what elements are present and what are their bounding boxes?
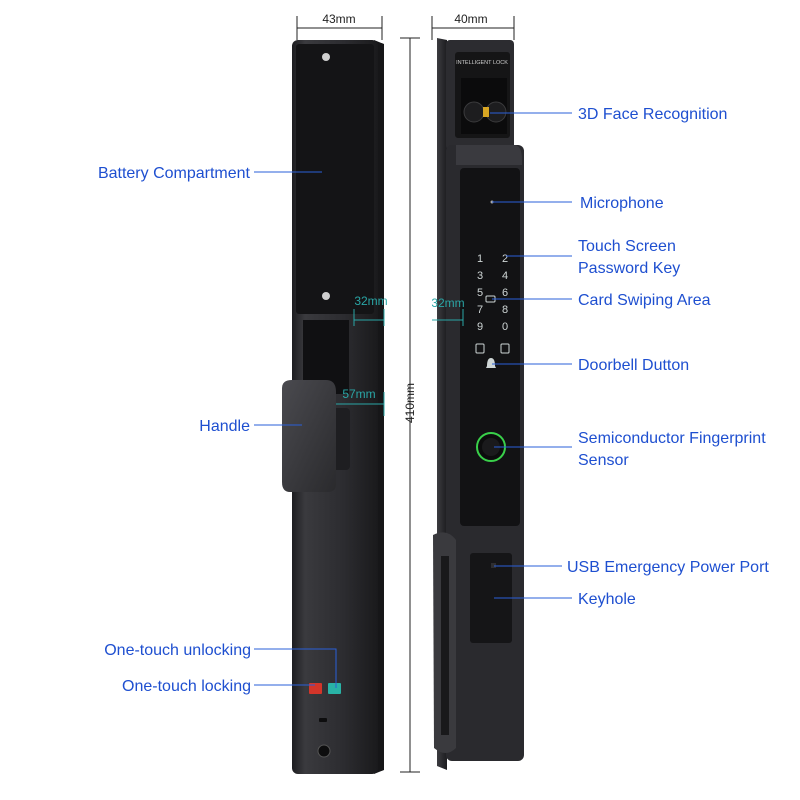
dim-back-width: 43mm [322,12,355,26]
screw-icon [322,53,330,61]
back-keyhole-icon [317,744,331,758]
front-view-lock: INTELLIGENT LOCK 1 2 3 4 5 6 7 8 9 0 [433,38,524,770]
key-0: 0 [502,321,508,333]
dimension-labels: 43mm 40mm 410mm [322,12,487,423]
lock-button [328,683,341,694]
usb-port-icon [491,563,496,568]
label-fingerprint: Semiconductor Fingerprint [578,430,766,447]
leader-lines [254,112,572,688]
dim-inner-front: 32mm [431,296,464,310]
key-2: 2 [502,253,508,265]
key-7: 7 [477,304,483,316]
ir-sensor-icon [483,107,489,117]
inner-dimension-lines [336,309,464,416]
label-card-swiping: Card Swiping Area [578,292,711,309]
back-slot [319,718,327,722]
doorbell-icon [486,358,496,368]
unlock-button [309,683,322,694]
front-handle-grip [441,556,449,735]
key-1: 1 [477,253,483,265]
key-5: 5 [477,287,483,299]
label-keyhole: Keyhole [578,591,636,608]
label-one-touch-unlocking: One-touch unlocking [104,642,251,659]
unlock-key-icon [500,343,510,354]
dimension-lines [296,16,515,773]
right-callouts: 3D Face Recognition Microphone Touch Scr… [567,106,769,608]
fingerprint-icon [482,438,500,456]
keypad: 1 2 3 4 5 6 7 8 9 0 [477,253,508,333]
camera-lens-icon [463,101,485,123]
battery-cover [296,44,374,314]
key-9: 9 [477,321,483,333]
leader-unlocking [254,648,337,688]
handle [282,380,336,492]
back-view-lock [282,40,384,774]
dim-height: 410mm [403,383,417,423]
front-top-bevel [456,145,522,165]
keypad-panel [460,168,520,526]
key-4: 4 [502,270,508,282]
dim-handle-depth: 57mm [342,387,375,401]
key-3: 3 [477,270,483,282]
dim-inner-back: 32mm [354,294,387,308]
key-6: 6 [502,287,508,299]
label-battery-compartment: Battery Compartment [98,165,251,182]
dim-front-width: 40mm [454,12,487,26]
keyhole-cover [470,553,512,643]
label-doorbell: Doorbell Dutton [578,357,689,374]
label-one-touch-locking: One-touch locking [122,678,251,695]
key-8: 8 [502,304,508,316]
label-face-recognition: 3D Face Recognition [578,106,727,123]
lock-key-icon [475,343,485,354]
screw-icon [322,292,330,300]
label-microphone: Microphone [580,195,664,212]
label-fingerprint-sensor: Sensor [578,452,629,469]
label-touch-screen: Touch Screen [578,238,676,255]
label-password-key: Password Key [578,260,680,277]
left-callouts: Battery Compartment Handle One-touch unl… [98,165,251,695]
brand-label: INTELLIGENT LOCK [456,60,508,66]
label-handle: Handle [199,418,250,435]
inner-dimension-labels: 32mm 57mm 32mm [342,294,464,401]
label-usb-port: USB Emergency Power Port [567,559,769,576]
